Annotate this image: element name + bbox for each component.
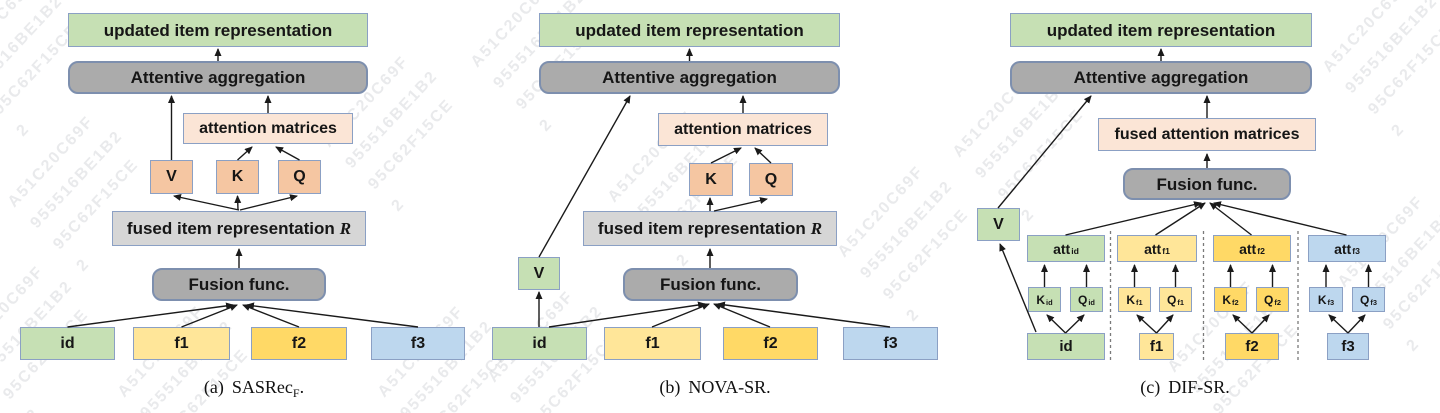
q-subscript: f2: [1274, 297, 1281, 307]
caption-period: .: [299, 377, 305, 397]
caption-period: .: [766, 377, 771, 397]
panel-c-updated-item-representation-box: updated item representation: [1010, 13, 1312, 47]
math-r: R: [810, 219, 823, 238]
caption-panel-b: (b) NOVA-SR.: [600, 377, 830, 401]
q-subscript: f3: [1370, 297, 1377, 307]
panel-a-attention-matrices-box: attention matrices: [183, 113, 353, 144]
caption-index: (a): [203, 377, 224, 397]
panel-c-f2-box: f2: [1225, 333, 1279, 360]
caption-index: (c): [1140, 377, 1161, 397]
panel-a-k-box: K: [216, 160, 259, 194]
q-label: Q: [1264, 292, 1274, 307]
q-subscript: f1: [1177, 297, 1184, 307]
k-label: K: [1222, 292, 1232, 307]
panel-c-v-box: V: [977, 208, 1020, 241]
panel-a-updated-item-representation-box: updated item representation: [68, 13, 368, 47]
k-subscript: f1: [1136, 297, 1143, 307]
panel-b-attention-matrices-box: attention matrices: [658, 113, 828, 146]
caption-subscript: F: [292, 386, 300, 400]
fused-item-representation-label: fused item representation: [126, 219, 335, 238]
panel-b-f1-box: f1: [604, 327, 701, 360]
k-label: K: [1036, 292, 1046, 307]
panel-b-k-box: K: [689, 163, 733, 196]
panel-b-fusion-func-box: Fusion func.: [623, 268, 798, 301]
math-r: R: [339, 219, 352, 238]
panel-c-f3-box: f3: [1327, 333, 1369, 360]
panel-a-attentive-aggregation-box: Attentive aggregation: [68, 61, 368, 94]
panel-c-fusion-func-box: Fusion func.: [1123, 168, 1291, 200]
panel-c-attentive-aggregation-box: Attentive aggregation: [1010, 61, 1312, 94]
k-subscript: id: [1046, 297, 1053, 307]
panel-a-id-box: id: [20, 327, 115, 360]
att-label: att: [1334, 240, 1352, 257]
q-label: Q: [1360, 292, 1370, 307]
panel-a-v-box: V: [150, 160, 193, 194]
q-label: Q: [1078, 292, 1088, 307]
att-label: att: [1239, 240, 1257, 257]
panel-a-f3-box: f3: [371, 327, 465, 360]
att-subscript: f3: [1352, 246, 1360, 257]
caption-name: NOVA-SR: [688, 377, 767, 397]
q-label: Q: [1167, 292, 1177, 307]
panel-b-id-box: id: [492, 327, 587, 360]
caption-panel-c: (c) DIF-SR.: [1070, 377, 1300, 401]
caption-panel-a: (a) SASRecF.: [139, 377, 369, 401]
panel-a-f1-box: f1: [133, 327, 230, 360]
panel-b-q-box: Q: [749, 163, 793, 196]
att-subscript: f2: [1257, 246, 1265, 257]
watermark-text: A51C20C69F 955516BE1B2 95C62F15CE 2: [1319, 0, 1440, 140]
panel-c-f1-box: f1: [1139, 333, 1174, 360]
panel-c-id-box: id: [1027, 333, 1105, 360]
panel-b-f2-box: f2: [723, 327, 818, 360]
panel-a-q-box: Q: [278, 160, 321, 194]
att-subscript: f1: [1162, 246, 1170, 257]
caption-name: SASRec: [231, 377, 293, 397]
att-label: att: [1053, 240, 1071, 257]
panel-a-f2-box: f2: [251, 327, 347, 360]
caption-index: (b): [659, 377, 681, 397]
q-subscript: id: [1088, 297, 1095, 307]
fused-item-representation-label: fused item representation: [597, 219, 806, 238]
panel-b-v-box: V: [518, 257, 560, 290]
panel-c-fused-attention-matrices-box: fused attention matrices: [1098, 118, 1316, 151]
k-subscript: f2: [1232, 297, 1239, 307]
caption-period: .: [1225, 377, 1230, 397]
k-label: K: [1126, 292, 1136, 307]
k-label: K: [1317, 292, 1327, 307]
k-subscript: f3: [1327, 297, 1335, 307]
panel-b-attentive-aggregation-box: Attentive aggregation: [539, 61, 840, 94]
panel-a-fusion-func-box: Fusion func.: [152, 268, 326, 301]
att-label: att: [1144, 240, 1162, 257]
panel-b-updated-item-representation-box: updated item representation: [539, 13, 840, 47]
panel-b-f3-box: f3: [843, 327, 938, 360]
caption-name: DIF-SR: [1168, 377, 1226, 397]
att-subscript: id: [1071, 246, 1079, 257]
